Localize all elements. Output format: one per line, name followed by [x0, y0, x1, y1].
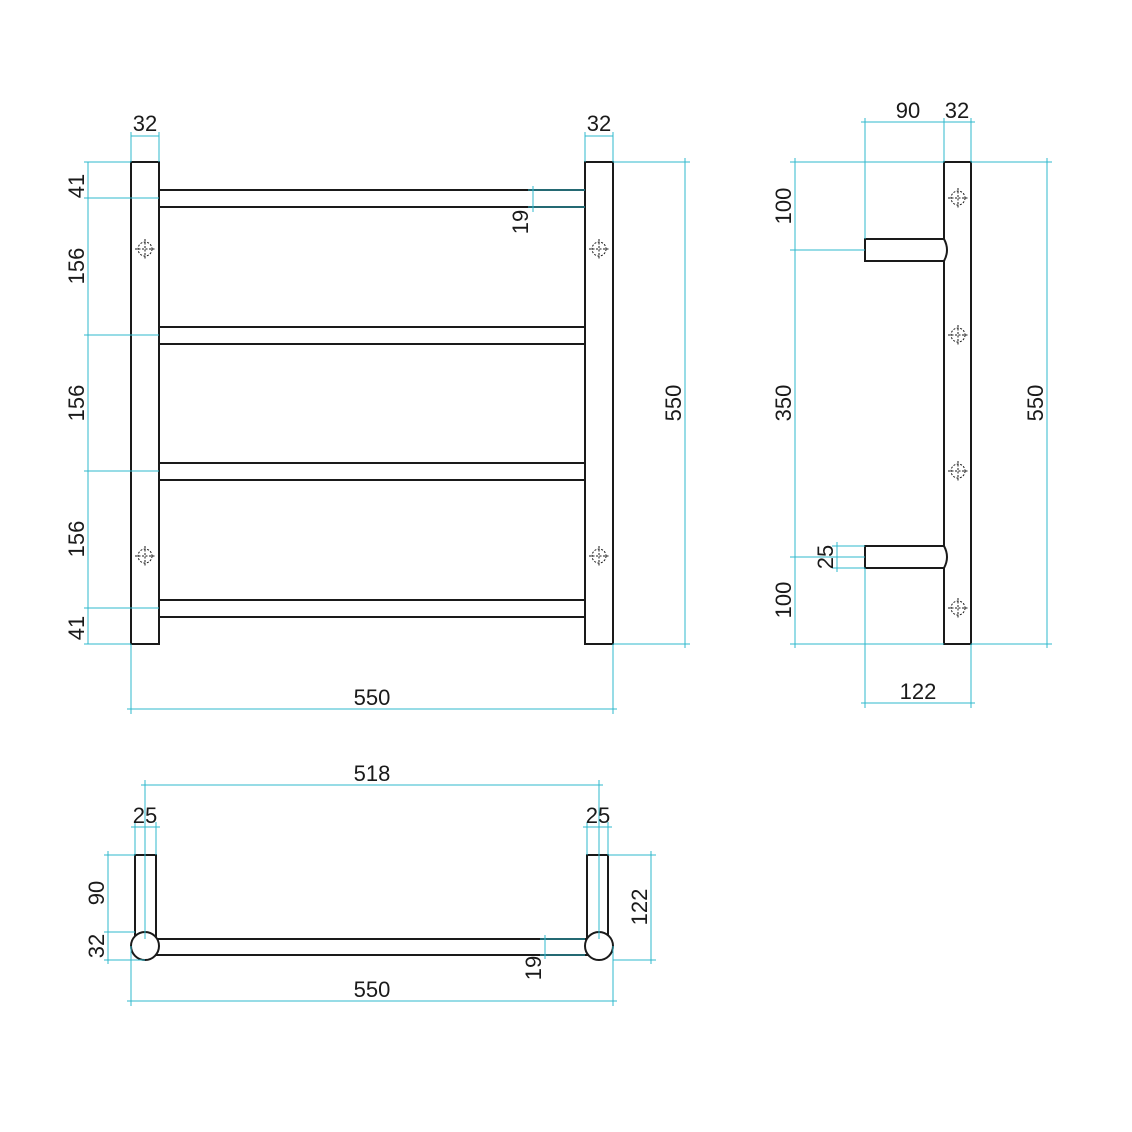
- right-bracket-top: [586, 854, 609, 941]
- dim-post-width-left: 32: [133, 111, 157, 136]
- rail-2: [158, 326, 586, 345]
- dim-overall-height: 550: [661, 385, 686, 422]
- dim-overall-width: 550: [354, 685, 391, 710]
- dim-centre-span: 518: [354, 761, 391, 786]
- dim-bar-spacing-3: 156: [64, 521, 89, 558]
- rail-1: [158, 189, 586, 208]
- rail-3: [158, 462, 586, 481]
- mounting-hole-icon: [588, 238, 610, 260]
- front-view: 32 32 41 156 156 156 41 19 550 550: [64, 111, 690, 714]
- dim-post-diameter: 32: [84, 934, 109, 958]
- dim-bracket-spacing: 350: [771, 385, 796, 422]
- dim-bar-spacing-2: 156: [64, 385, 89, 422]
- right-post: [584, 161, 614, 645]
- dim-top-standoff: 90: [84, 881, 109, 905]
- side-post: [943, 161, 972, 645]
- lower-bracket: [864, 545, 948, 569]
- dim-top-overall-depth: 122: [627, 889, 652, 926]
- dim-side-overall-height: 550: [1023, 385, 1048, 422]
- dim-post-width-right: 32: [587, 111, 611, 136]
- top-view: 518 25 25 90 32 19 122 550: [84, 761, 656, 1006]
- dim-top-overall-width: 550: [354, 977, 391, 1002]
- dim-bar-spacing-1: 156: [64, 248, 89, 285]
- dim-standoff: 90: [896, 98, 920, 123]
- mounting-hole-icon: [134, 238, 156, 260]
- dim-bar-diameter: 19: [508, 210, 533, 234]
- rail-4: [158, 599, 586, 618]
- mounting-hole-icon: [588, 545, 610, 567]
- mounting-hole-icon: [947, 324, 969, 346]
- mounting-hole-icon: [947, 597, 969, 619]
- upper-bracket: [864, 238, 948, 262]
- dim-bottom-to-bracket: 100: [771, 582, 796, 619]
- top-bar: [144, 938, 600, 956]
- left-post: [130, 161, 160, 645]
- mounting-hole-icon: [947, 460, 969, 482]
- dim-overall-depth: 122: [900, 679, 937, 704]
- dim-left-bracket-width: 25: [133, 803, 157, 828]
- dim-top-bar-diameter: 19: [521, 956, 546, 980]
- dim-side-post-width: 32: [945, 98, 969, 123]
- dim-top-to-bracket: 100: [771, 188, 796, 225]
- mounting-hole-icon: [947, 187, 969, 209]
- side-view: 90 32 100 350 100 25 550 122: [771, 98, 1052, 708]
- mounting-hole-icon: [134, 545, 156, 567]
- dim-right-bracket-width: 25: [586, 803, 610, 828]
- dim-bottom-offset: 41: [64, 616, 89, 640]
- dim-bracket-height: 25: [813, 545, 838, 569]
- dim-top-offset: 41: [64, 174, 89, 198]
